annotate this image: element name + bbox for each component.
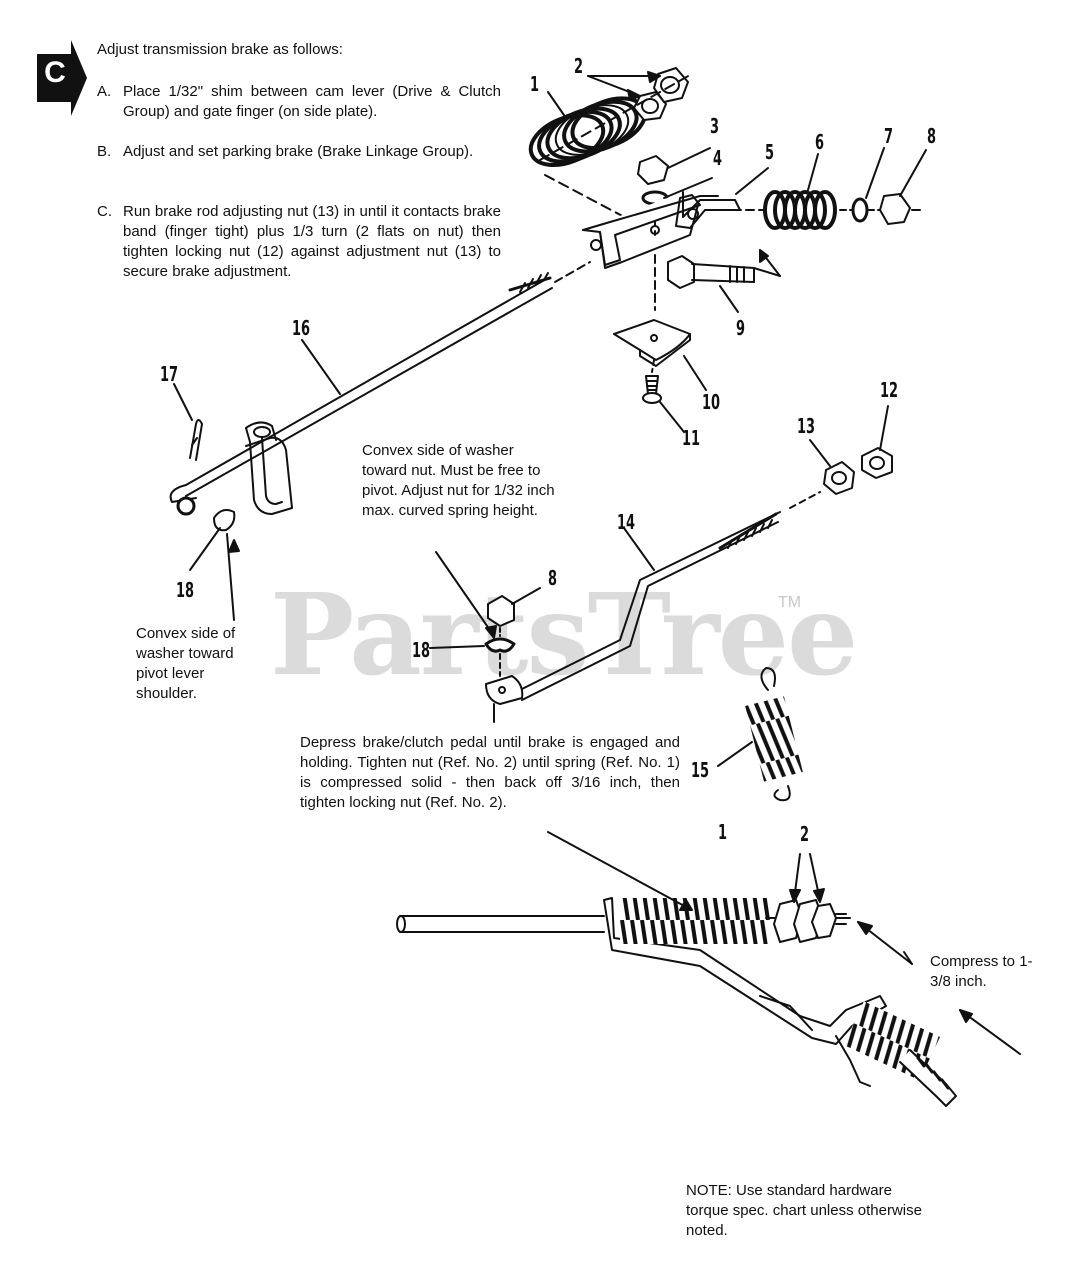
washer-part-18-lower [484, 637, 516, 653]
nut-part-12 [861, 447, 893, 479]
note-torque: NOTE: Use standard hardware torque spec.… [686, 1182, 922, 1239]
nut-part-8-lower [487, 595, 515, 627]
callout-10: 10 [702, 390, 721, 414]
spring-part-15 [745, 667, 803, 802]
callout-4: 4 [713, 146, 723, 170]
callout-13: 13 [797, 414, 816, 438]
callout-1-lower: 1 [718, 820, 728, 844]
spring-part-6 [763, 190, 837, 230]
step-marker: C. [97, 203, 112, 220]
plate-part-10 [613, 319, 691, 367]
screw-part-11 [642, 375, 662, 404]
nut-part-13 [823, 461, 855, 495]
watermark-trademark: TM [778, 594, 802, 611]
callout-18: 18 [176, 578, 195, 602]
washer-part-7 [851, 197, 869, 223]
step-text: Run brake rod adjusting nut (13) in unti… [123, 203, 501, 280]
callout-6: 6 [815, 130, 825, 154]
washer-part-18-left [213, 509, 236, 532]
callout-5: 5 [765, 140, 775, 164]
lower-assembly [396, 897, 957, 1107]
callout-14: 14 [617, 510, 636, 534]
note-washer-toward-pivot: Convex side of washer toward pivot lever… [136, 625, 236, 702]
callout-1: 1 [530, 72, 540, 96]
callout-2-lower: 2 [800, 822, 810, 846]
bracket-part-5 [582, 191, 741, 269]
callout-18-lower: 18 [412, 638, 431, 662]
bolt-part-9 [667, 255, 755, 289]
callout-9: 9 [736, 316, 746, 340]
note-depress-pedal: Depress brake/clutch pedal until brake i… [300, 734, 680, 811]
callout-8: 8 [927, 124, 937, 148]
cotter-pin-part-17 [189, 419, 203, 461]
note-compress: Compress to 1-3/8 inch. [930, 953, 1033, 990]
nut-part-8 [879, 193, 911, 225]
rod-part-16 [169, 261, 591, 516]
rod-part-14 [485, 491, 821, 723]
section-letter: C [44, 56, 66, 89]
callout-11: 11 [682, 426, 701, 450]
note-washer-toward-nut: Convex side of washer toward nut. Must b… [362, 442, 555, 519]
pivot-lever [245, 421, 293, 515]
callout-12: 12 [880, 378, 899, 402]
callout-8-lower: 8 [548, 566, 558, 590]
step-text: Adjust and set parking brake (Brake Link… [123, 143, 474, 160]
step-marker: B. [97, 143, 112, 160]
step-marker: A. [97, 83, 112, 100]
spring-part-1 [528, 96, 647, 167]
step-text: Place 1/32" shim between cam lever (Driv… [123, 83, 501, 120]
instructions-heading: Adjust transmission brake as follows: [97, 41, 343, 58]
callout-7: 7 [884, 124, 894, 148]
callout-2: 2 [574, 54, 584, 78]
nut-part-3 [637, 155, 669, 185]
callout-3: 3 [710, 114, 720, 138]
section-badge-arrow-icon [37, 40, 87, 116]
callout-17: 17 [160, 362, 179, 386]
callout-15: 15 [691, 758, 710, 782]
callout-16: 16 [292, 316, 311, 340]
